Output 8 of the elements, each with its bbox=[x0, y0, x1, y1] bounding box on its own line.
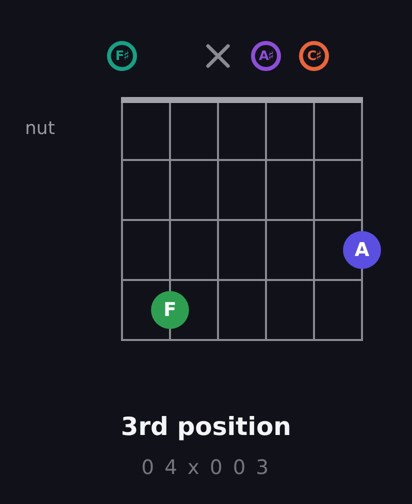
finger-dot: A bbox=[343, 231, 381, 269]
open-string-marker: F♯ bbox=[107, 41, 137, 71]
finger-dot: F bbox=[151, 291, 189, 329]
chord-title: 3rd position bbox=[120, 412, 292, 441]
open-string-marker: C♯ bbox=[299, 41, 329, 71]
fret-code: 0 4 x 0 0 3 bbox=[141, 455, 271, 479]
open-string-marker: A♯ bbox=[251, 41, 281, 71]
nut-label: nut bbox=[25, 118, 55, 139]
